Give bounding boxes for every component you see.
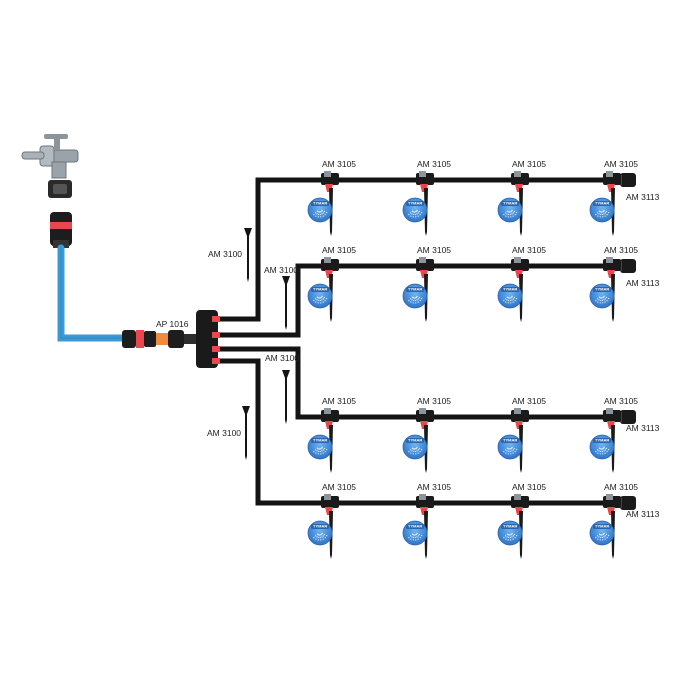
brand-label: TYMAR [408,438,422,443]
label-am3105: AM 3105 [322,396,356,406]
label-am3105: AM 3105 [322,159,356,169]
brand-label: TYMAR [503,524,517,529]
label-am3105: AM 3105 [322,482,356,492]
brand-label: TYMAR [503,438,517,443]
brand-label: TYMAR [408,524,422,529]
sprinkler-icon[interactable]: TYMAR [307,494,339,559]
label-am3105: AM 3105 [604,159,638,169]
brand-label: TYMAR [595,524,609,529]
brand-label: TYMAR [595,287,609,292]
label-am3105: AM 3105 [322,245,356,255]
sprinkler-icon[interactable]: TYMAR [402,171,434,236]
brand-label: TYMAR [313,438,327,443]
brand-label: TYMAR [503,201,517,206]
sprinkler-icon[interactable]: TYMAR [402,494,434,559]
sprinkler-icon[interactable]: TYMAR [497,494,529,559]
garden-hose [57,244,128,342]
brand-label: TYMAR [313,524,327,529]
label-am3105: AM 3105 [512,245,546,255]
sprinkler-icon[interactable]: TYMAR [497,257,529,322]
label-am3105: AM 3105 [604,396,638,406]
label-am3100: AM 3100 [265,353,299,363]
label-am3113: AM 3113 [626,423,660,433]
label-am3105: AM 3105 [417,396,451,406]
sprinkler-icon[interactable]: TYMAR [589,171,621,236]
manifold-icon[interactable] [196,310,220,368]
sprinkler-icon[interactable]: TYMAR [402,257,434,322]
label-am3113: AM 3113 [626,278,660,288]
sprinkler-icon[interactable]: TYMAR [307,408,339,473]
sprinkler-icon[interactable]: TYMAR [497,171,529,236]
label-am3105: AM 3105 [417,482,451,492]
sprinkler-icon[interactable]: TYMAR [589,257,621,322]
distribution-pipes [220,177,625,506]
label-am3100: AM 3100 [264,265,298,275]
ground-stake-icon [242,228,290,460]
sprinkler-icon[interactable]: TYMAR [497,408,529,473]
brand-label: TYMAR [408,287,422,292]
label-am3105: AM 3105 [604,482,638,492]
sprinkler-icon[interactable]: TYMAR [307,171,339,236]
tap-connector-icon [48,180,72,198]
sprinkler-icon[interactable]: TYMAR [589,494,621,559]
brand-label: TYMAR [595,438,609,443]
water-tap-icon[interactable] [21,134,79,179]
label-am3105: AM 3105 [604,245,638,255]
label-am3100: AM 3100 [207,428,241,438]
brand-label: TYMAR [408,201,422,206]
brand-label: TYMAR [503,287,517,292]
brand-label: TYMAR [313,287,327,292]
hose-connector-icon[interactable] [122,330,198,348]
label-am3105: AM 3105 [512,482,546,492]
label-ap1016: AP 1016 [156,319,189,329]
brand-label: TYMAR [313,201,327,206]
label-am3105: AM 3105 [512,396,546,406]
label-am3100: AM 3100 [208,249,242,259]
label-am3105: AM 3105 [417,159,451,169]
sprinkler-icon[interactable]: TYMAR [307,257,339,322]
brand-label: TYMAR [595,201,609,206]
quick-connector-icon[interactable] [50,212,72,248]
label-am3113: AM 3113 [626,509,660,519]
label-am3105: AM 3105 [512,159,546,169]
sprinkler-icon[interactable]: TYMAR [589,408,621,473]
label-am3113: AM 3113 [626,192,660,202]
sprinkler-icon[interactable]: TYMAR [402,408,434,473]
label-am3105: AM 3105 [417,245,451,255]
